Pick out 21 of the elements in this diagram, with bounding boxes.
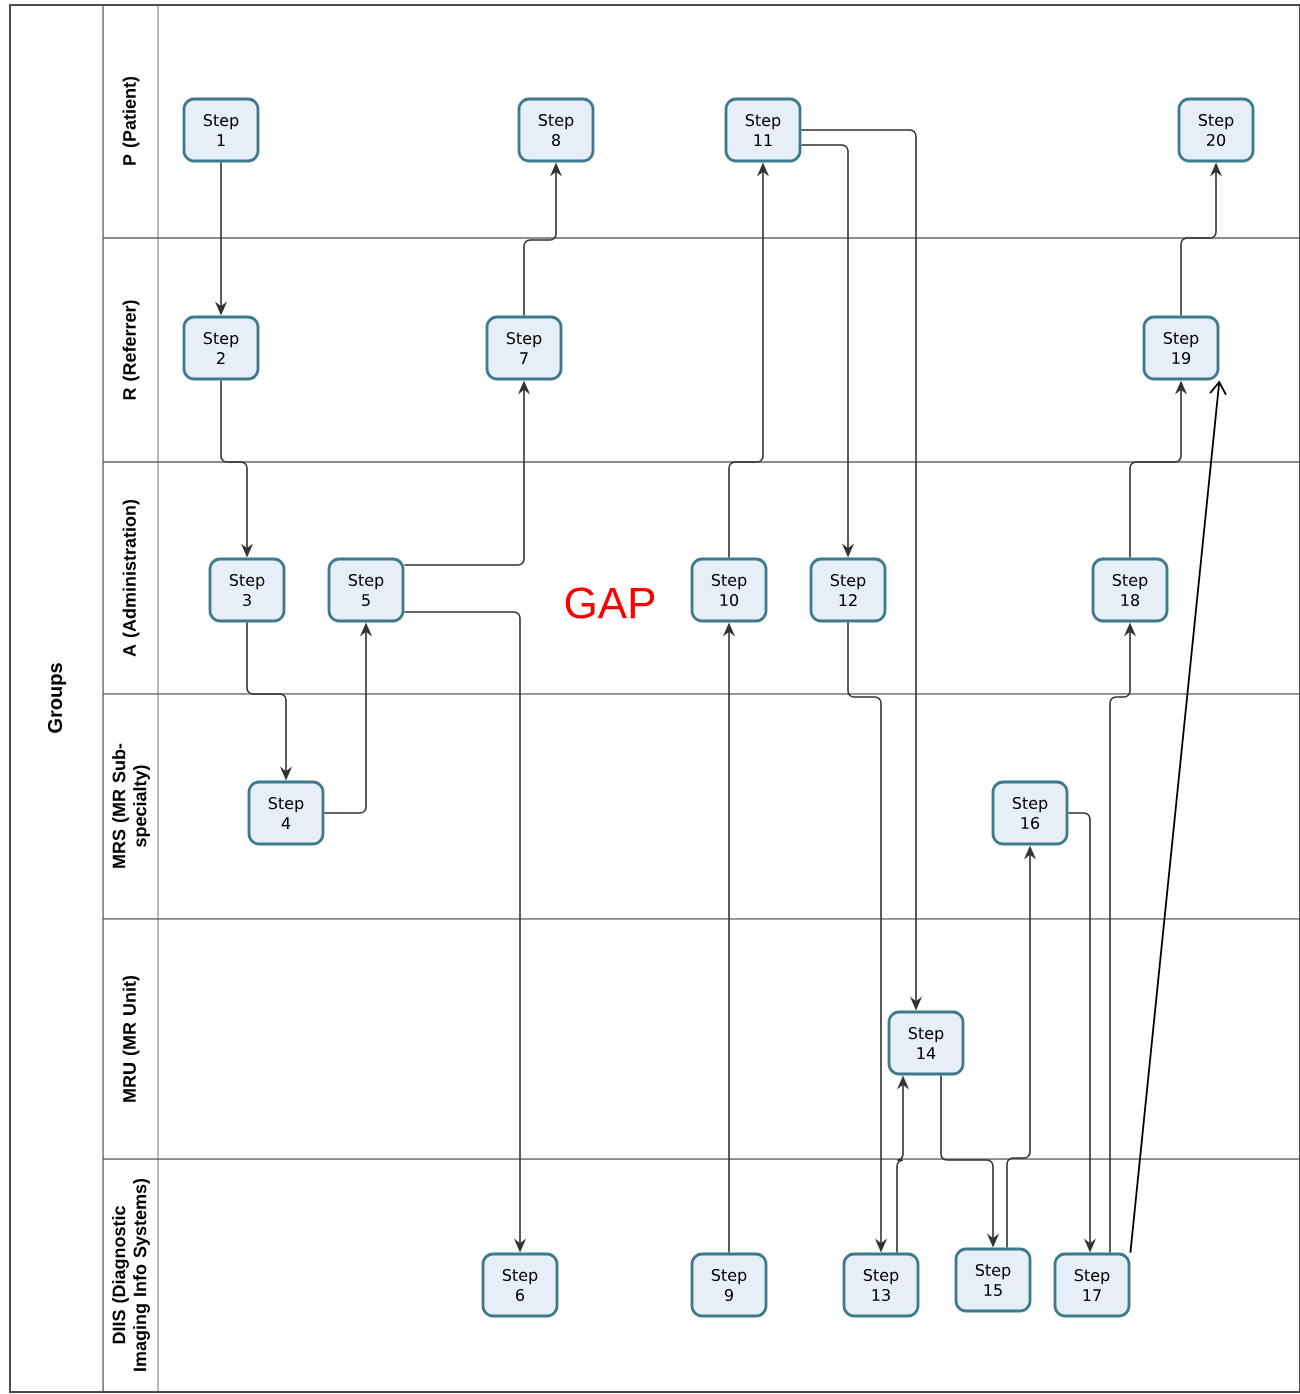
step-box: Step 16	[991, 780, 1069, 846]
step-box: Step 2	[182, 315, 260, 381]
step-box: Step 12	[809, 557, 887, 623]
step-box: Step 11	[724, 97, 802, 163]
step-box: Step 7	[485, 315, 563, 381]
arrow	[1129, 380, 1227, 1254]
step-box: Step 8	[517, 97, 595, 163]
step-box: Step 4	[247, 780, 325, 846]
step-box: Step 1	[182, 97, 260, 163]
step-box: Step 9	[690, 1252, 768, 1318]
step-box: Step 14	[887, 1010, 965, 1076]
step-box: Step 18	[1091, 557, 1169, 623]
step-box: Step 10	[690, 557, 768, 623]
step-box: Step 20	[1177, 97, 1255, 163]
step-box: Step 15	[954, 1247, 1032, 1313]
step-box: Step 6	[481, 1252, 559, 1318]
step-box: Step 3	[208, 557, 286, 623]
step-box: Step 19	[1142, 315, 1220, 381]
step-box: Step 17	[1053, 1252, 1131, 1318]
step-box: Step 5	[327, 557, 405, 623]
step-box: Step 13	[842, 1252, 920, 1318]
